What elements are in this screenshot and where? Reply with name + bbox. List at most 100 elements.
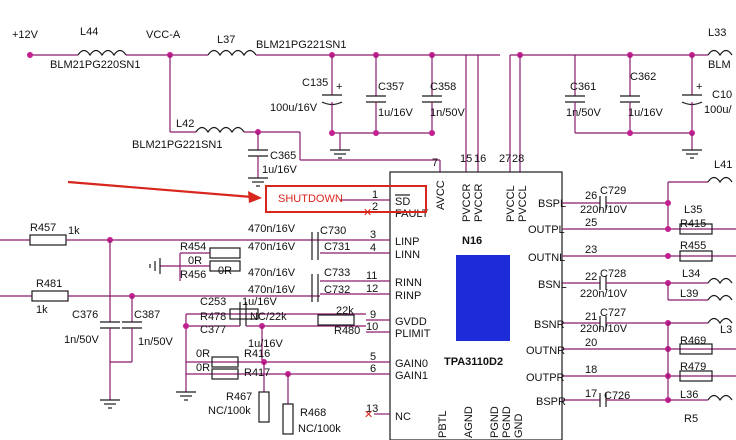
ic-left-pin-name: LINN [395,249,420,261]
inductor-l37-ref: L37 [217,34,235,46]
ic-left-pin-num: 11 [366,270,377,282]
ic-top-pin-num: 7 [432,157,438,169]
ic-top-pin-name: PVCCL [505,185,517,222]
ic-right-pin-name: OUTNL [528,252,565,264]
svg-text:+: + [336,81,342,93]
ic-left-pin-name: LINP [395,236,419,248]
ic-bottom-pin: PGND [501,406,513,438]
ic-right-pin-num: 17 [585,388,597,400]
inductor-l36-ref: L36 [680,389,698,401]
ic-left-pin-name: SD [395,196,410,208]
ic-right-pin-name: OUTNR [526,345,565,357]
cap-c361-ref: C361 [570,81,596,93]
cap-c733-ref: C733 [324,267,350,279]
cap-c358-ref: C358 [430,81,456,93]
rail-label-vcca: VCC-A [146,29,181,41]
cap-c365-ref: C365 [270,150,296,162]
ic-right-pins: 26 BSPL 25 OUTPL 23 OUTNL 22 BSNL 21 BSN… [526,190,736,408]
top-power-rail [27,49,733,58]
inductor-l44-ref: L44 [80,26,98,38]
cap-c733-val: 470n/16V [248,267,296,279]
ic-thermal-pad [456,255,510,341]
inductor-l42-part: BLM21PG221SN1 [132,139,223,151]
ic-left-pin-name: RINN [395,277,422,289]
ic-top-pin-num: 27 [499,153,511,165]
ic-left-pin-name: RINP [395,290,421,302]
res-r480-ref: R480 [334,325,360,337]
right-output-network [599,176,733,407]
ic-right-pin-name: BSNL [538,279,567,291]
res-r456-ref: R456 [180,269,206,281]
cap-c732-val: 470n/16V [248,284,296,296]
cap-c365-val: 1u/16V [262,164,298,176]
cap-c728-val: 220n/10V [580,288,628,300]
shutdown-net-label: SHUTDOWN [278,193,343,205]
res-r480-val: 22k [336,305,354,317]
ic-left-pin-name: GAIN0 [395,358,428,370]
ic-left-pin-name: GAIN1 [395,370,428,382]
ic-left-pin-num: 2 [372,201,378,213]
cap-c361-val: 1n/50V [566,107,602,119]
ic-left-pin-num: 13 [366,403,378,415]
ic-ref: N16 [462,235,482,247]
cap-c376-ref: C376 [72,309,98,321]
cap-c727-val: 220n/10V [580,323,628,335]
top-right-decoupling: + [565,55,702,159]
ic-left-pin-num: 12 [366,283,378,295]
res-r478-val: NC/22k [250,311,287,323]
res-r416-ref: R416 [244,348,270,360]
res-r469-ref: R469 [680,335,706,347]
cap-c10x-ref: C10 [712,89,732,101]
res-r479-ref: R479 [680,361,706,373]
ic-left-pin-name: NC [395,411,411,423]
res-r481-ref: R481 [36,278,62,290]
inductor-l33-ref: L33 [708,27,726,39]
ic-top-pin-num: 28 [512,153,524,165]
ic-left-pin-num: 9 [370,309,376,321]
inductor-l33-part: BLM [708,59,731,71]
res-r468-ref: R468 [300,407,326,419]
ic-top-pin-num: 15 [460,153,472,165]
ic-part-number: TPA3110D2 [444,356,503,368]
ic-left-pin-name: FAULT [395,208,429,220]
res-r468-val: NC/100k [298,423,341,435]
cap-c253-ref: C253 [200,296,226,308]
ic-bottom-pin: PBTL [437,410,449,438]
ic-right-pin-name: BSNR [534,319,565,331]
ic-right-pin-num: 20 [585,337,597,349]
cap-c357-ref: C357 [378,81,404,93]
ic-right-pin-num: 22 [585,271,597,283]
ic-right-pin-num: 21 [585,311,597,323]
ic-bottom-pins: PBTL AGND PGND PGND GND [437,406,525,438]
res-r457-ref: R457 [30,222,56,234]
shutdown-callout [67,180,427,213]
inductor-l34-ref: L34 [682,268,700,280]
ic-right-pin-name: BSPL [538,198,566,210]
svg-text:+: + [696,81,702,93]
res-r416-val: 0R [196,348,210,360]
ic-top-pin-name: AVCC [435,180,447,210]
cap-c362-ref: C362 [630,71,656,83]
cap-c727-ref: C727 [600,307,626,319]
pvcc-feeds [465,55,521,172]
cap-c730-val: 470n/16V [248,223,296,235]
cap-c729-val: 220n/10V [580,204,628,216]
inductor-l42-ref: L42 [176,118,194,130]
ic-right-pin-name: OUTPL [528,224,565,236]
ic-left-pin-num: 5 [370,351,376,363]
ic-left-pin-num: 10 [366,321,378,333]
cap-c377-ref: C377 [200,324,226,336]
ic-top-pin-name: PVCCL [517,185,529,222]
cap-c253-val: 1u/16V [242,296,278,308]
res-r457-val: 1k [68,225,80,237]
rail-label-12v: +12V [12,29,39,41]
l42-branch [169,55,441,187]
ic-left-pin-num: 1 [372,189,378,201]
cap-c728-ref: C728 [600,268,626,280]
ic-right-pin-num: 26 [585,190,597,202]
ic-right-pin-num: 18 [585,364,597,376]
cap-c358-val: 1n/50V [430,107,466,119]
top-left-decoupling: + [321,55,442,159]
